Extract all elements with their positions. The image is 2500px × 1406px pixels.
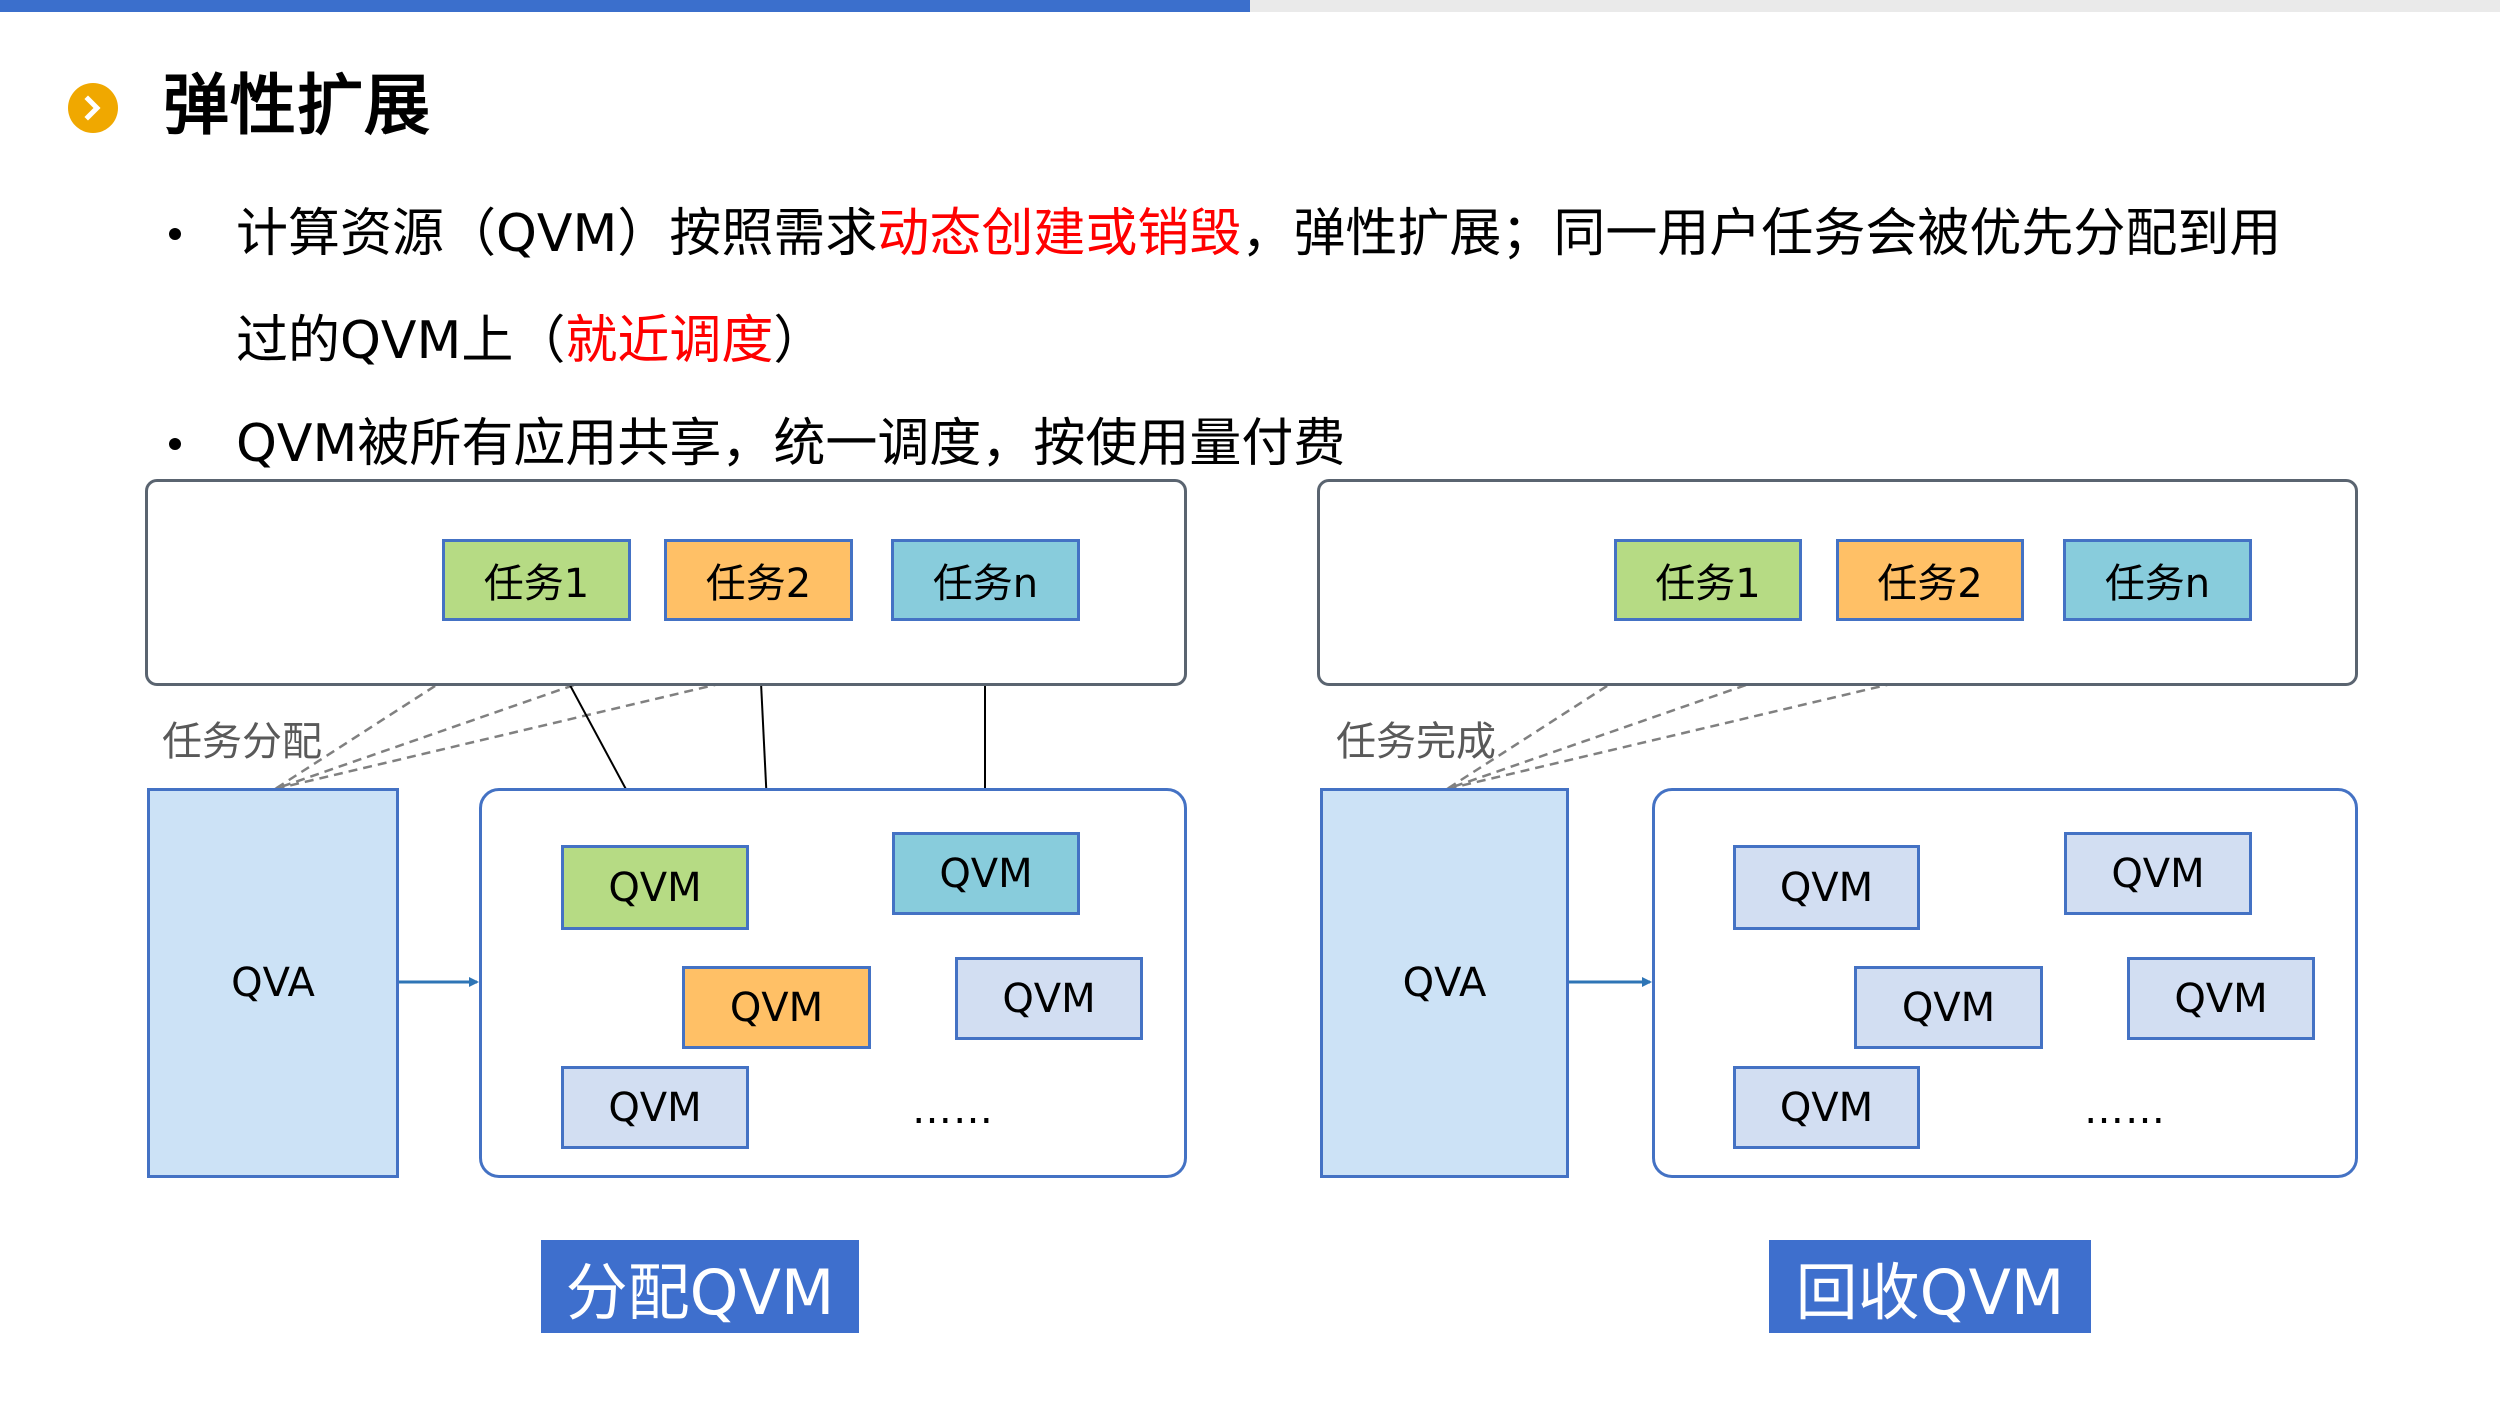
bullet-2-text: QVM被所有应用共享，统一调度，按使用量付费 [236, 414, 1346, 474]
bullet-1-text-c: 过的QVM上（ [236, 311, 566, 371]
bullet-2-line-1: QVM被所有应用共享，统一调度，按使用量付费 [236, 409, 1345, 479]
qva-label: QVA [231, 960, 315, 1006]
qvm-node[interactable]: QVM [682, 966, 871, 1049]
edge-label-complete: 任务完成 [1336, 719, 1496, 765]
qvm-label: QVM [1779, 864, 1874, 911]
bullet-1-line-2: 过的QVM上（就近调度） [236, 306, 825, 376]
task-node-label: 任务n [932, 561, 1039, 607]
bullet-1-text-b: ，弹性扩展；同一用户任务会被优先分配到用 [1241, 204, 2282, 264]
chevron-right-circle-icon [68, 83, 118, 133]
qvm-node[interactable]: QVM [2064, 832, 2252, 915]
task-node-1[interactable]: 任务1 [442, 539, 631, 621]
qvm-label: QVM [939, 850, 1033, 897]
edge-label-allocate: 任务分配 [162, 719, 322, 765]
qvm-label: QVM [2174, 975, 2268, 1022]
qvm-node[interactable]: QVM [892, 832, 1080, 915]
bullet-dot [169, 228, 181, 240]
task-node-2[interactable]: 任务2 [664, 539, 853, 621]
qvm-label: QVM [2111, 850, 2205, 897]
bullet-1-line-1: 计算资源（QVM）按照需求动态创建或销毁，弹性扩展；同一用户任务会被优先分配到用 [236, 199, 2281, 269]
more-ellipsis: …… [912, 1087, 994, 1133]
qva-box[interactable]: QVA [1320, 788, 1569, 1178]
qvm-label: QVM [608, 1084, 702, 1131]
task-node-n[interactable]: 任务n [2063, 539, 2252, 621]
task-node-label: 任务1 [1655, 561, 1761, 607]
caption-reclaim-qvm: 回收QVM [1769, 1240, 2091, 1333]
bullet-1-text-d: ） [773, 311, 826, 371]
chevron-glyph [84, 95, 101, 121]
qvm-node[interactable]: QVM [561, 1066, 749, 1149]
task-node-1[interactable]: 任务1 [1614, 539, 1802, 621]
qvm-node[interactable]: QVM [1733, 845, 1920, 930]
qvm-label: QVM [608, 864, 702, 911]
qvm-node[interactable]: QVM [2127, 957, 2315, 1040]
progress-fill [0, 0, 1250, 12]
caption-text: 分配QVM [565, 1255, 835, 1329]
qvm-label: QVM [729, 984, 824, 1031]
bullet-1-highlight-a: 动态创建或销毁 [877, 204, 1242, 264]
task-node-label: 任务2 [705, 561, 812, 607]
bullet-1-text-a: 计算资源（QVM）按照需求 [236, 204, 878, 264]
qvm-label: QVM [1002, 975, 1096, 1022]
task-node-label: 任务1 [483, 561, 590, 607]
bullet-dot [169, 438, 181, 450]
qvm-label: QVM [1779, 1084, 1874, 1131]
qvm-node[interactable]: QVM [1733, 1066, 1920, 1149]
qva-label: QVA [1402, 960, 1487, 1006]
caption-text: 回收QVM [1795, 1255, 2065, 1329]
caption-allocate-qvm: 分配QVM [541, 1240, 859, 1333]
qvm-node[interactable]: QVM [1854, 966, 2043, 1049]
bullet-1-highlight-b: 就近调度 [565, 311, 774, 371]
task-node-n[interactable]: 任务n [891, 539, 1080, 621]
more-ellipsis: …… [2084, 1087, 2166, 1133]
task-node-label: 任务2 [1877, 561, 1983, 607]
page-title: 弹性扩展 [163, 67, 431, 144]
qvm-label: QVM [1901, 984, 1996, 1031]
task-node-2[interactable]: 任务2 [1836, 539, 2024, 621]
qvm-node[interactable]: QVM [561, 845, 749, 930]
task-node-label: 任务n [2104, 561, 2211, 607]
qvm-node[interactable]: QVM [955, 957, 1143, 1040]
qva-box[interactable]: QVA [147, 788, 399, 1178]
